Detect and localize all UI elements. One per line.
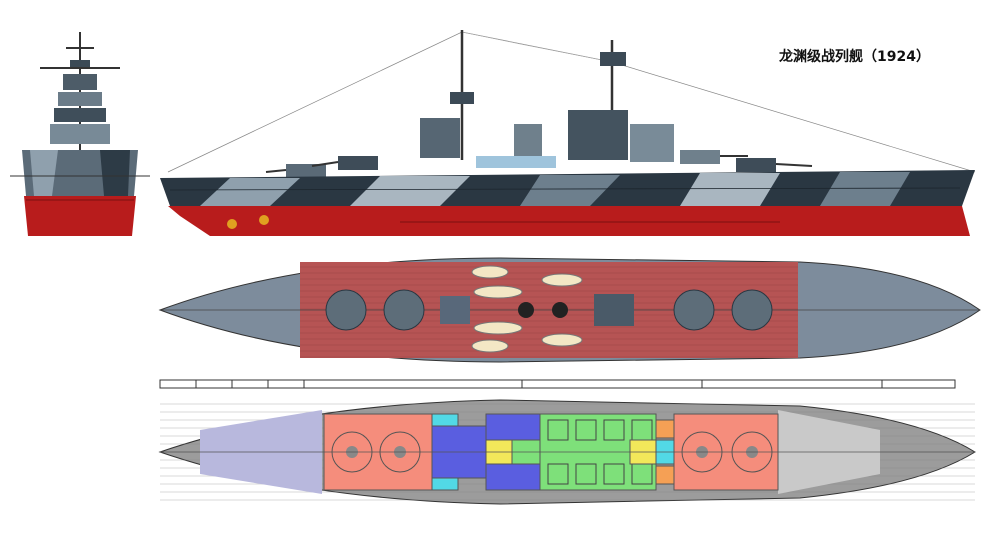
side-elevation-view: [160, 30, 976, 236]
front-elevation-view: [10, 32, 150, 236]
scale-bar: [159, 379, 956, 389]
drawing-title: 龙渊级战列舰（1924）: [779, 49, 930, 65]
deck-plan-view: [158, 257, 981, 363]
internal-arrangement-plan: [158, 399, 976, 505]
